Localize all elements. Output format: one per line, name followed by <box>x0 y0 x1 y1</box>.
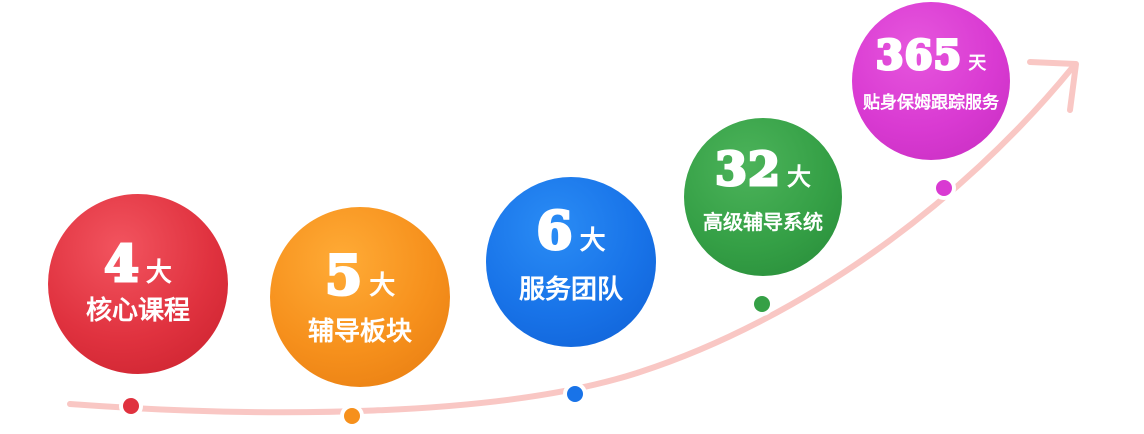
step-label: 贴身保姆跟踪服务 <box>863 93 999 113</box>
step-dot-magenta <box>936 180 952 196</box>
step-bubble-core-courses: 4 大 核心课程 <box>48 194 228 374</box>
step-number: 6 <box>535 200 574 264</box>
step-heading: 5 大 <box>270 242 450 309</box>
step-bubble-advanced-systems: 32 大 高级辅导系统 <box>684 118 842 276</box>
step-heading: 4 大 <box>48 233 228 295</box>
step-label: 辅导板块 <box>307 317 412 347</box>
step-bubble-tutoring-modules: 5 大 辅导板块 <box>270 207 450 387</box>
step-dot-blue <box>567 386 583 402</box>
step-number: 4 <box>103 233 141 295</box>
step-unit: 大 <box>787 163 811 191</box>
step-heading: 32 大 <box>684 141 842 198</box>
step-bubble-service-teams: 6 大 服务团队 <box>486 177 656 347</box>
step-number: 365 <box>874 31 963 81</box>
step-unit: 大 <box>579 226 606 256</box>
step-bubble-tracking-service: 365 天 贴身保姆跟踪服务 <box>852 2 1010 160</box>
step-unit: 大 <box>369 271 396 301</box>
step-label: 高级辅导系统 <box>703 210 823 234</box>
step-dot-green <box>754 296 770 312</box>
step-number: 32 <box>713 141 781 198</box>
step-heading: 365 天 <box>852 31 1010 81</box>
step-unit: 大 <box>145 258 172 288</box>
step-label: 服务团队 <box>518 275 623 305</box>
step-dot-orange <box>344 408 360 424</box>
step-number: 5 <box>323 242 364 309</box>
step-dot-red <box>123 398 139 414</box>
step-label: 核心课程 <box>85 296 190 326</box>
curve-arrowhead <box>1027 59 1079 113</box>
step-heading: 6 大 <box>486 200 656 264</box>
step-unit: 天 <box>968 53 987 74</box>
